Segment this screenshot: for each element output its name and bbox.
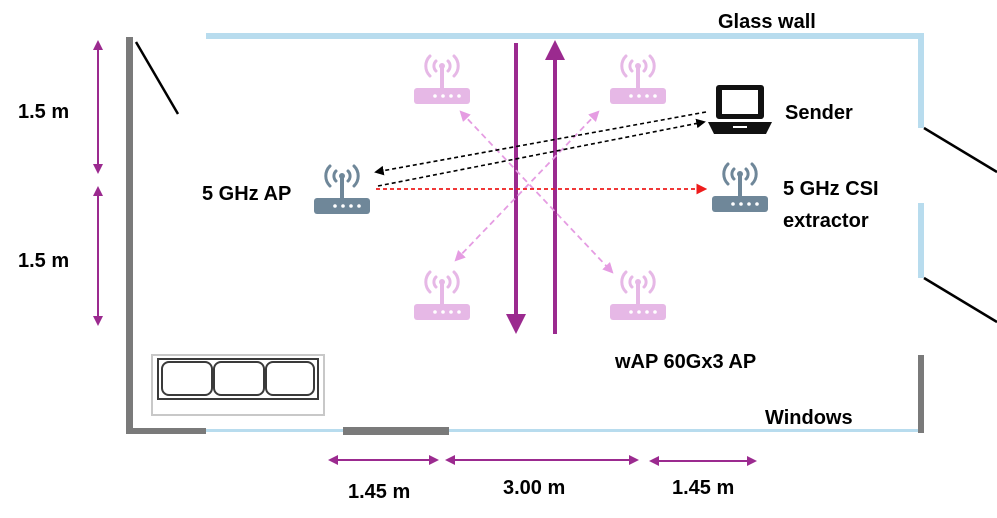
room-walls (126, 33, 997, 435)
glass-wall-right-middle (918, 203, 924, 278)
dimension-label-vertical-bottom: 1.5 m (18, 250, 69, 272)
ap-5ghz-router-icon (312, 164, 372, 216)
sofa-icon (151, 354, 325, 416)
bottom-wall-middle (343, 427, 449, 435)
wap-router-bottom-left-icon (412, 270, 472, 322)
glass-wall-right-upper (918, 33, 924, 128)
laptop-icon (708, 85, 772, 134)
mmwave-link-diagonal-1 (459, 110, 614, 274)
csi-extractor-label-line1: 5 GHz CSI (783, 178, 879, 200)
dimension-label-horizontal-right: 1.45 m (672, 477, 734, 499)
wap-router-top-right-icon (608, 54, 668, 106)
sender-label: Sender (785, 102, 853, 124)
windows-bottom-right (449, 429, 919, 432)
windows-label: Windows (765, 407, 853, 429)
dimension-label-horizontal-left: 1.45 m (348, 481, 410, 503)
bottom-wall-left (126, 428, 206, 434)
mmwave-link-diagonal-2 (454, 110, 600, 262)
dimension-label-vertical-top: 1.5 m (18, 101, 69, 123)
right-wall-lower (918, 355, 924, 433)
wap-router-bottom-right-icon (608, 270, 668, 322)
windows-bottom-left (206, 429, 344, 432)
glass-wall-label: Glass wall (718, 11, 816, 33)
door-left (134, 41, 180, 115)
door-right-lower (923, 276, 997, 324)
wap-label: wAP 60Gx3 AP (614, 351, 756, 373)
left-wall (126, 37, 133, 434)
glass-wall-top (206, 33, 924, 39)
ap-5ghz-label: 5 GHz AP (202, 183, 291, 205)
door-right-upper (923, 126, 997, 174)
ap-to-sender-link (377, 118, 706, 187)
dimension-label-horizontal-middle: 3.00 m (503, 477, 565, 499)
wap-router-top-left-icon (412, 54, 472, 106)
csi-extractor-label-line2: extractor (783, 210, 869, 232)
sender-to-ap-link (374, 111, 707, 176)
csi-extractor-router-icon (710, 162, 770, 214)
